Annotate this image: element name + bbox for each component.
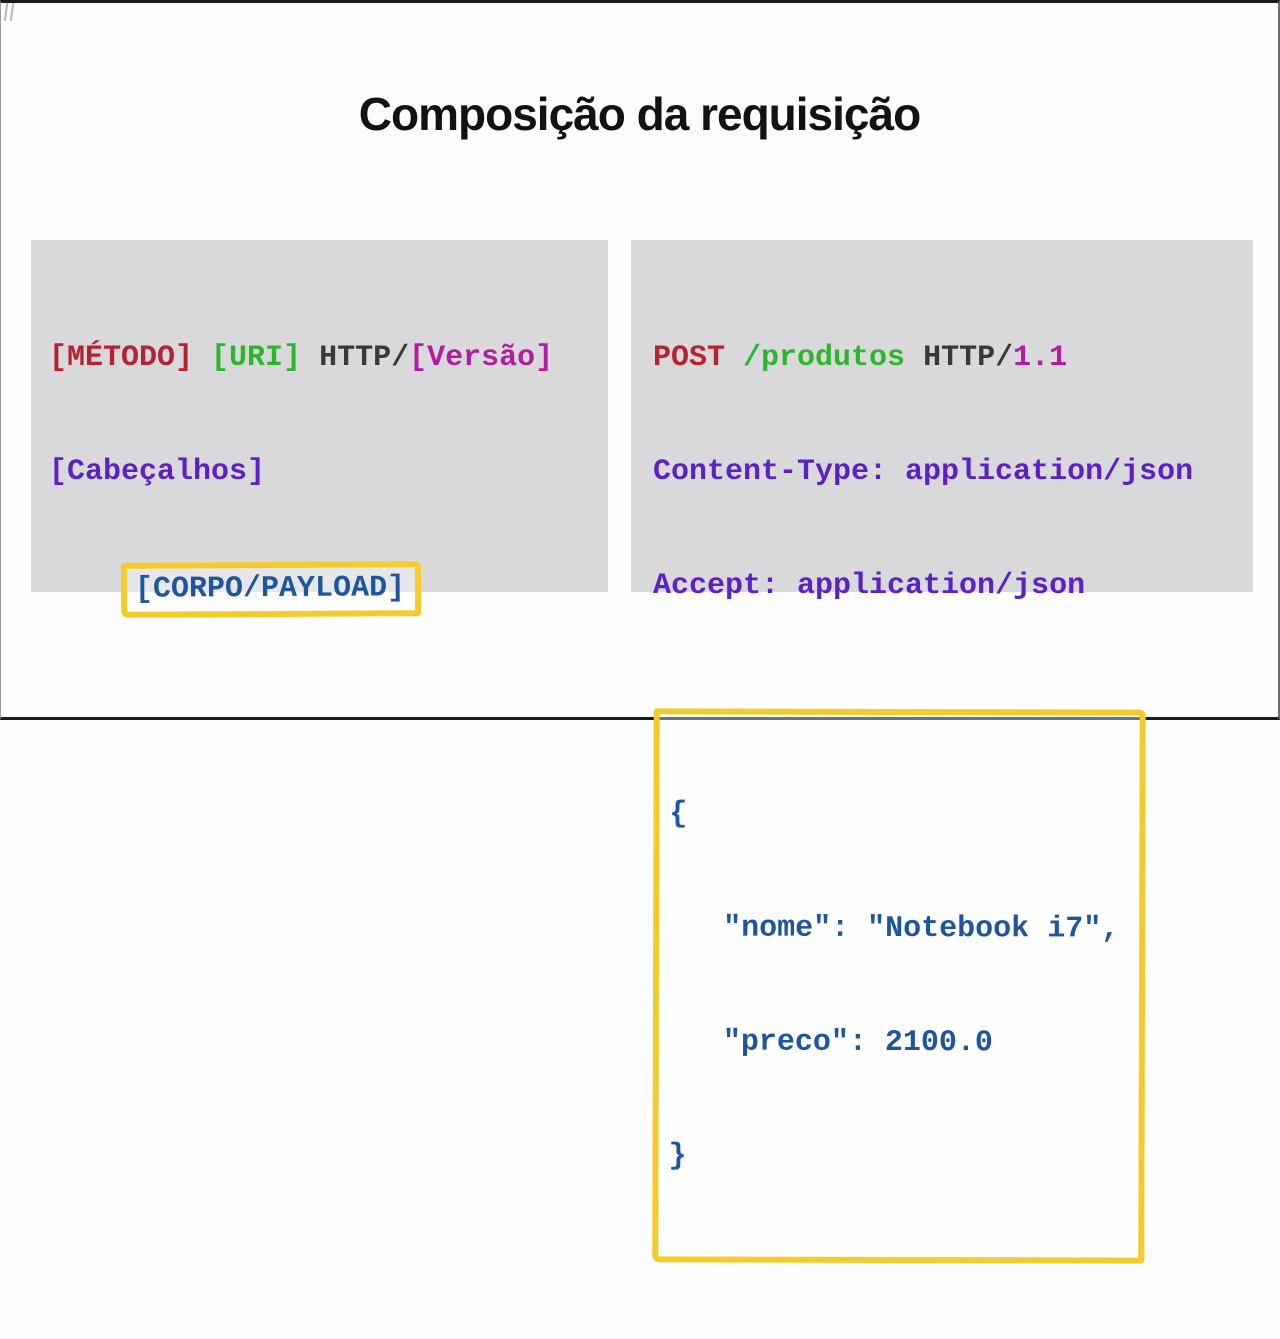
example-body-highlight-box: { "nome": "Notebook i7", "preco": 2100.0… bbox=[652, 708, 1146, 1264]
example-protocol: HTTP/ bbox=[923, 341, 1014, 375]
template-uri: [URI] bbox=[211, 341, 302, 375]
example-method: POST bbox=[653, 341, 726, 375]
template-headers-placeholder: [Cabeçalhos] bbox=[49, 455, 266, 489]
slide-frame: Composição da requisição [MÉTODO] [URI] … bbox=[0, 0, 1280, 1264]
template-body-placeholder: [CORPO/PAYLOAD] bbox=[134, 571, 406, 607]
example-header-accept: Accept: application/json bbox=[653, 569, 1086, 603]
example-request-line: POST /produtos HTTP/1.1 bbox=[653, 339, 1239, 377]
json-line-preco: "preco": 2100.0 bbox=[668, 1025, 993, 1061]
example-uri: /produtos bbox=[743, 341, 906, 375]
template-method: [MÉTODO] bbox=[49, 341, 194, 375]
template-request-line: [MÉTODO] [URI] HTTP/[Versão] bbox=[49, 339, 594, 377]
json-line-nome: "nome": "Notebook i7", bbox=[669, 911, 1120, 947]
example-version: 1.1 bbox=[1013, 341, 1068, 375]
template-version: [Versão] bbox=[409, 341, 554, 375]
template-body-highlight-box: [CORPO/PAYLOAD] bbox=[120, 561, 422, 618]
template-headers-line: [Cabeçalhos] bbox=[49, 453, 594, 491]
template-protocol: HTTP/ bbox=[319, 341, 410, 375]
json-line-open-brace: { bbox=[669, 797, 688, 832]
json-line-close-brace: } bbox=[668, 1139, 687, 1174]
slide-title: Composição da requisição bbox=[358, 88, 921, 140]
request-example-panel: POST /produtos HTTP/1.1 Content-Type: ap… bbox=[631, 240, 1253, 1264]
example-header-content-type: Content-Type: application/json bbox=[653, 455, 1194, 489]
corner-artifact-marks bbox=[3, 2, 17, 23]
request-template-panel: [MÉTODO] [URI] HTTP/[Versão] [Cabeçalhos… bbox=[31, 240, 608, 618]
